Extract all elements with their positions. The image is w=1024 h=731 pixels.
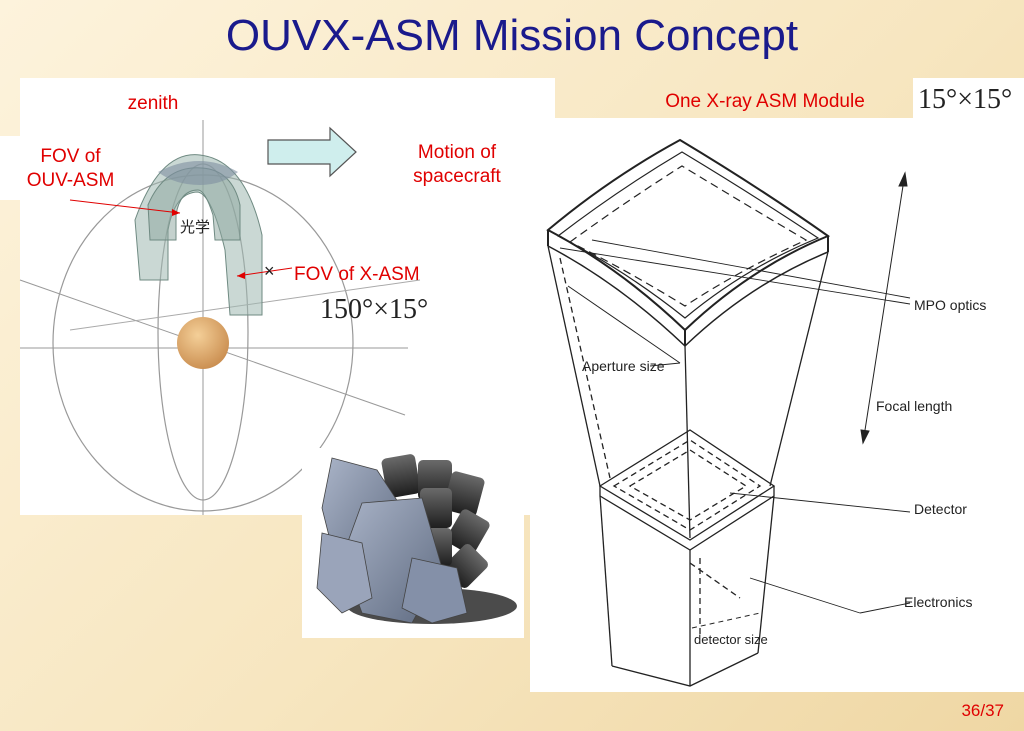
motion-label: Motion of spacecraft bbox=[413, 142, 501, 187]
mpo-optics-callout: MPO optics bbox=[914, 297, 986, 313]
page-number: 36/37 bbox=[961, 701, 1004, 720]
ouv-pointer-head bbox=[172, 209, 180, 216]
x-asm-pointer-head bbox=[237, 272, 245, 279]
optics-cjk-label: 光学 bbox=[180, 218, 211, 236]
left-label-backdrop bbox=[0, 136, 30, 200]
callout-leaders bbox=[559, 239, 911, 614]
module-drawing-panel bbox=[530, 118, 1024, 692]
aperture-size-callout: Aperture size bbox=[582, 358, 665, 374]
electronics-callout: Electronics bbox=[904, 594, 972, 610]
cross-mark: × bbox=[264, 261, 275, 281]
fov-ouv-label: FOV of OUV-ASM bbox=[26, 146, 115, 191]
fov-x-asm-label: FOV of X-ASM bbox=[294, 264, 420, 285]
x-ray-module-drawing bbox=[546, 138, 911, 687]
module-title: One X-ray ASM Module bbox=[665, 91, 865, 112]
electronics-box bbox=[599, 495, 775, 687]
module-body-lines bbox=[547, 245, 829, 539]
slide-title: OUVX-ASM Mission Concept bbox=[225, 11, 799, 60]
focal-length-callout: Focal length bbox=[876, 398, 952, 414]
earth-sphere bbox=[177, 317, 229, 369]
sky-sphere-diagram bbox=[19, 120, 421, 515]
module-fov-size: 15°×15° bbox=[918, 84, 1013, 115]
motion-arrow bbox=[267, 126, 357, 178]
zenith-label: zenith bbox=[127, 93, 179, 114]
ouv-pointer-line bbox=[69, 199, 181, 214]
module-callout-labels: MPO optics Aperture size Focal length De… bbox=[582, 297, 986, 647]
dimension-lines bbox=[567, 171, 908, 629]
detector-callout: Detector bbox=[914, 501, 967, 517]
x-asm-fov-size: 150°×15° bbox=[320, 294, 429, 325]
module-assembly-render bbox=[316, 454, 517, 624]
module-fov-size-box bbox=[913, 78, 1024, 124]
detector-size-callout: detector size bbox=[694, 632, 768, 647]
fov-top-cap bbox=[158, 161, 238, 185]
x-asm-pointer-line bbox=[236, 267, 293, 277]
module-bodies bbox=[316, 457, 468, 624]
